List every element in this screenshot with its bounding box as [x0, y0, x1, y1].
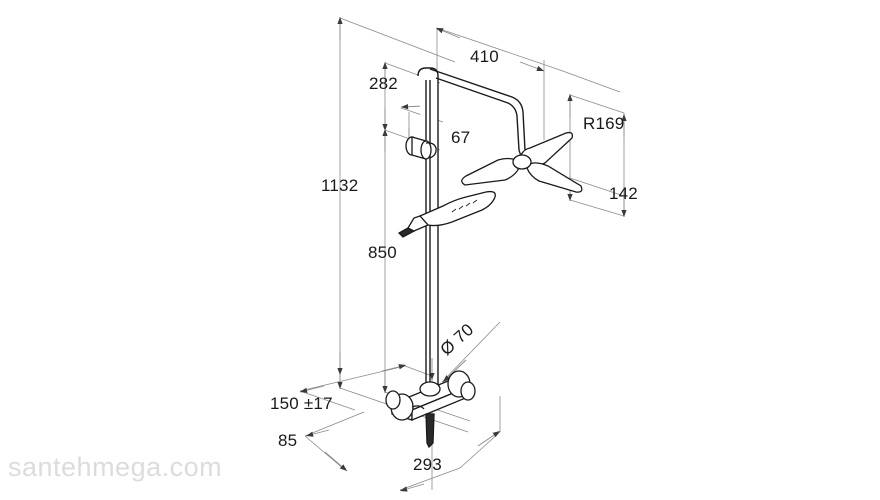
extline-150-right [404, 365, 433, 377]
arrow-150-left [299, 385, 325, 393]
mixer-knob-right [460, 381, 476, 401]
dim-label-67: 67 [451, 128, 471, 147]
arrow-293-left [399, 483, 425, 492]
dimline-293-a [399, 467, 461, 491]
arrow-410-left [435, 27, 461, 39]
mixer-riser-socket [419, 381, 441, 397]
dimension-arrowheads [299, 17, 627, 492]
holder-clamp [425, 142, 437, 159]
arrow-293-right [477, 430, 501, 447]
mixer-detail-a [411, 405, 425, 410]
leader-d70 [441, 321, 501, 383]
dim-label-410: 410 [470, 47, 499, 66]
arrow-85-left [305, 429, 330, 437]
head-lobe-lower-right [526, 162, 583, 193]
dimline-150-b [299, 390, 356, 411]
mixer-outlet [425, 413, 435, 449]
extline-142-bottom [569, 199, 625, 217]
extline-R169-bottom [569, 177, 625, 197]
arrow-d70 [442, 359, 467, 383]
dim-label-85: 85 [278, 431, 298, 450]
dim-label-282: 282 [369, 74, 398, 93]
leader-85-b [304, 435, 346, 471]
dimline-410-a [436, 27, 561, 71]
extline-R169-top [569, 94, 625, 114]
dim-label-150-tolerance: 150 ±17 [270, 394, 333, 413]
arrow-150-right [381, 364, 407, 372]
arrow-410-right [519, 61, 545, 72]
holder-collar [420, 140, 432, 160]
site-watermark: santehmega.com [8, 452, 223, 482]
mixer-knob-left [385, 390, 401, 410]
hand-shower-wand [397, 190, 496, 238]
extline-1132-top [339, 17, 456, 63]
wand-hose-nut [397, 227, 416, 238]
dimension-lines [299, 17, 625, 491]
dimline-150-a [299, 365, 406, 392]
dim-label-R169: R169 [583, 114, 625, 133]
hand-shower-holder [405, 136, 437, 160]
dimline-293-b [459, 431, 501, 469]
dim-label-850: 850 [368, 243, 397, 262]
dim-label-142: 142 [609, 184, 638, 203]
thermostatic-mixer [385, 370, 476, 449]
arm-top-edge [429, 68, 526, 151]
arrow-85-right [324, 451, 348, 472]
dim-label-293: 293 [413, 455, 442, 474]
head-hub [512, 154, 532, 170]
overhead-shower-arm [429, 68, 529, 159]
head-lobe-left [461, 157, 520, 186]
overhead-shower-head [461, 131, 583, 193]
arm-bottom-edge [435, 77, 520, 151]
dimline-410-b [559, 69, 621, 93]
wand-spray-detail [451, 199, 478, 213]
dim-label-1132: 1132 [321, 176, 359, 195]
leader-85-a [304, 411, 365, 437]
